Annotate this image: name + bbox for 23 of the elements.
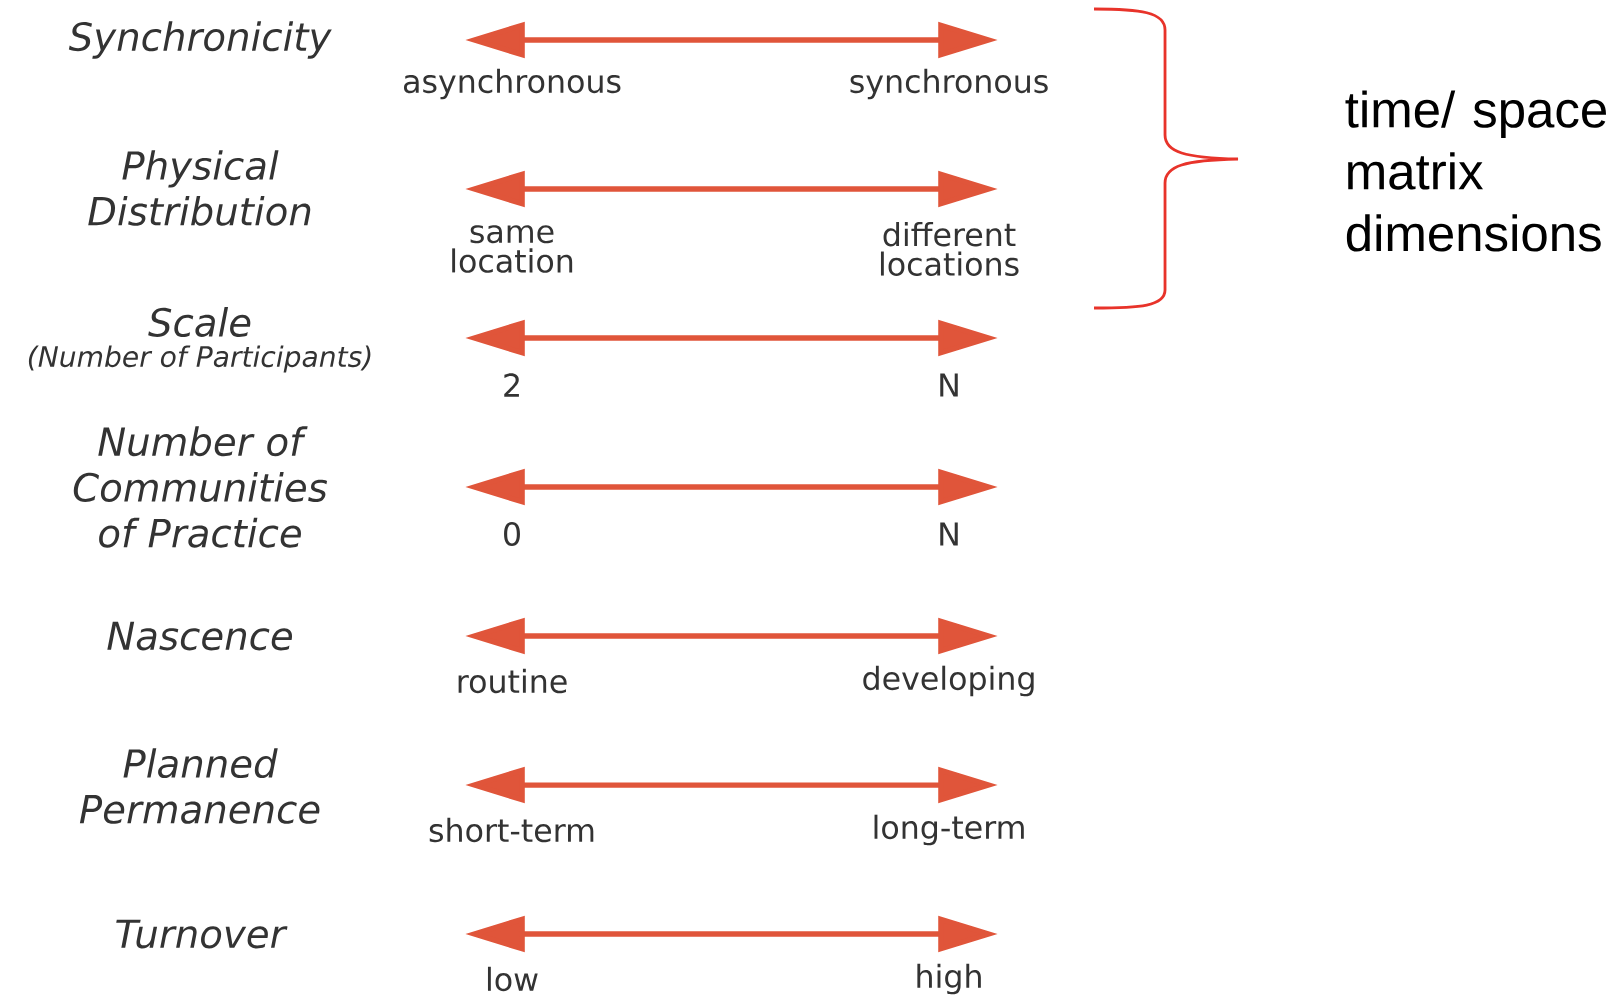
scale-end-label: low — [487, 966, 538, 992]
dimension-name: Number of Communities of Practice — [73, 426, 328, 548]
scale-end-label: high — [917, 963, 981, 995]
scale-end-label: short-term — [429, 817, 594, 843]
scale-end-label: asynchronous — [404, 68, 621, 100]
scale-end-label: 2 — [504, 373, 519, 397]
dimension-name: Physical Distribution — [88, 150, 311, 226]
dimension-name: Planned Permanence — [79, 748, 320, 824]
brace-label: time/ space matrix dimensions — [1345, 90, 1606, 252]
scale-end-label: long-term — [874, 814, 1024, 846]
dimension-name: Turnover — [116, 919, 288, 949]
scale-end-label: routine — [458, 668, 567, 694]
dimension-subtitle: (Number of Participants) — [28, 345, 371, 373]
scale-end-label: N — [940, 522, 958, 546]
dimension-name: Nascence — [107, 621, 292, 651]
scale-end-label: N — [940, 373, 958, 397]
scale-end-label: different locations — [880, 222, 1019, 276]
scale-end-label: synchronous — [850, 68, 1048, 100]
scale-end-label: same location — [452, 225, 573, 273]
dimension-name: Synchronicity — [68, 21, 332, 59]
dimension-name: Scale — [148, 307, 251, 337]
scale-end-label: 0 — [504, 522, 520, 546]
scale-end-label: developing — [863, 665, 1034, 697]
